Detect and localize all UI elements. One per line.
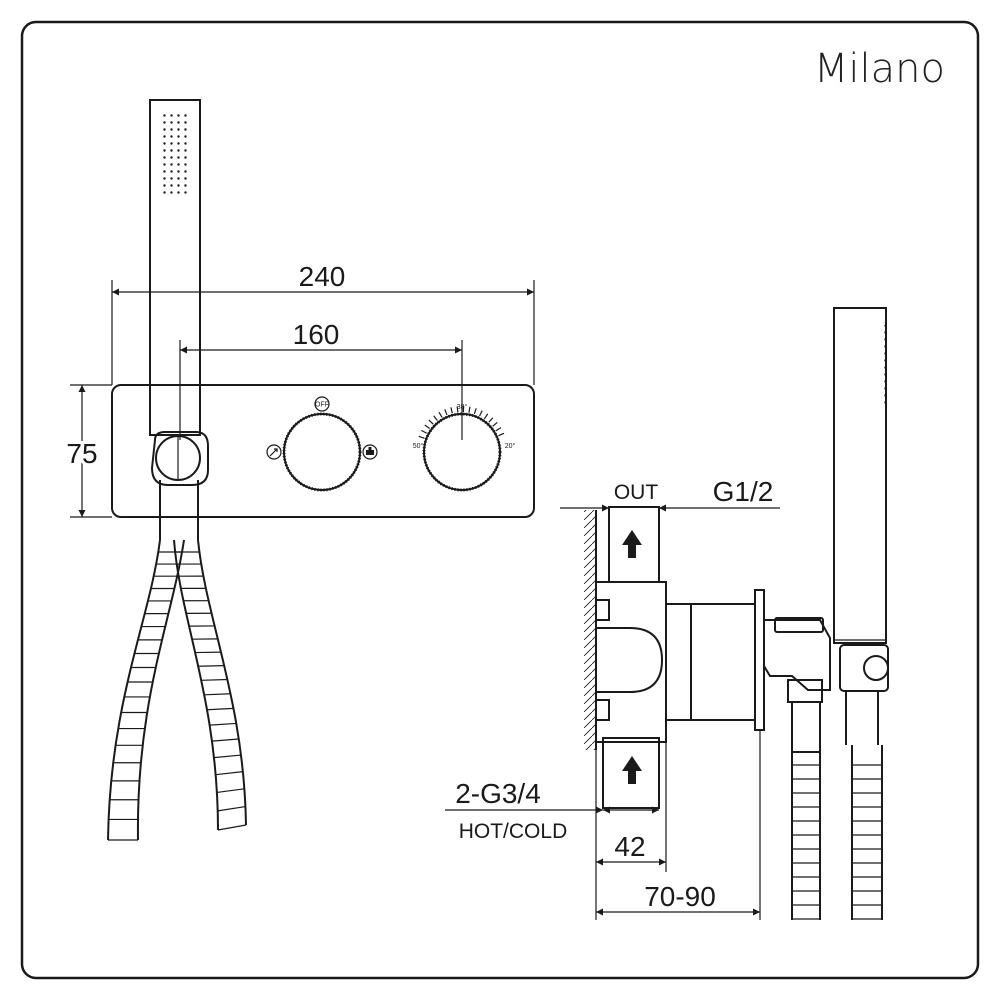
bath-tap-icon	[362, 444, 378, 460]
brand-logo: Milano	[814, 46, 945, 92]
wall-hatch	[584, 510, 596, 750]
svg-text:160: 160	[293, 319, 340, 350]
dimension-75: 75	[63, 384, 112, 518]
shower-hose-side	[791, 745, 883, 920]
valve-body	[595, 581, 667, 743]
dimension-240: 240	[111, 261, 535, 385]
body-cartridge-curve	[596, 627, 664, 693]
svg-text:240: 240	[299, 261, 346, 292]
hand-shower-front	[149, 99, 209, 540]
threaded-sleeve	[690, 603, 756, 721]
hand-shower-side	[833, 307, 887, 745]
side-view: OUT G1/2 2-G3/4 HOT/COLD 42 70-90	[445, 307, 889, 920]
temp-label-right: 20°	[505, 442, 516, 450]
svg-text:HOT/COLD: HOT/COLD	[459, 820, 568, 843]
shower-hose-front	[107, 539, 247, 841]
svg-text:42: 42	[614, 831, 645, 862]
hose-holder-side	[763, 617, 889, 753]
svg-text:2-G3/4: 2-G3/4	[455, 778, 541, 809]
thermostat-knob: 50° 38° 20°	[413, 403, 516, 492]
svg-text:70-90: 70-90	[644, 881, 716, 912]
off-label: OFF	[315, 402, 329, 409]
dimension-42: 42	[595, 742, 667, 920]
front-view: OFF 50° 38° 20° 240 160	[63, 99, 535, 841]
shower-head-icon	[266, 444, 282, 460]
dimension-70-90: 70-90	[596, 730, 761, 920]
drawing-frame	[20, 20, 980, 980]
spray-nozzles	[160, 112, 188, 198]
wall-plate	[111, 384, 535, 518]
off-label-badge	[314, 396, 330, 412]
up-arrow-icon	[622, 756, 642, 784]
inlet-dimension: 2-G3/4 HOT/COLD	[445, 778, 659, 843]
diverter-knob: OFF	[266, 396, 378, 492]
up-arrow-icon	[622, 530, 642, 558]
svg-text:75: 75	[66, 438, 97, 469]
svg-text:OUT: OUT	[614, 481, 659, 504]
outlet-dimension: OUT G1/2	[560, 476, 780, 512]
temp-label-left: 50°	[413, 442, 424, 450]
svg-text:G1/2: G1/2	[713, 476, 774, 507]
dimension-160: 160	[179, 319, 463, 440]
